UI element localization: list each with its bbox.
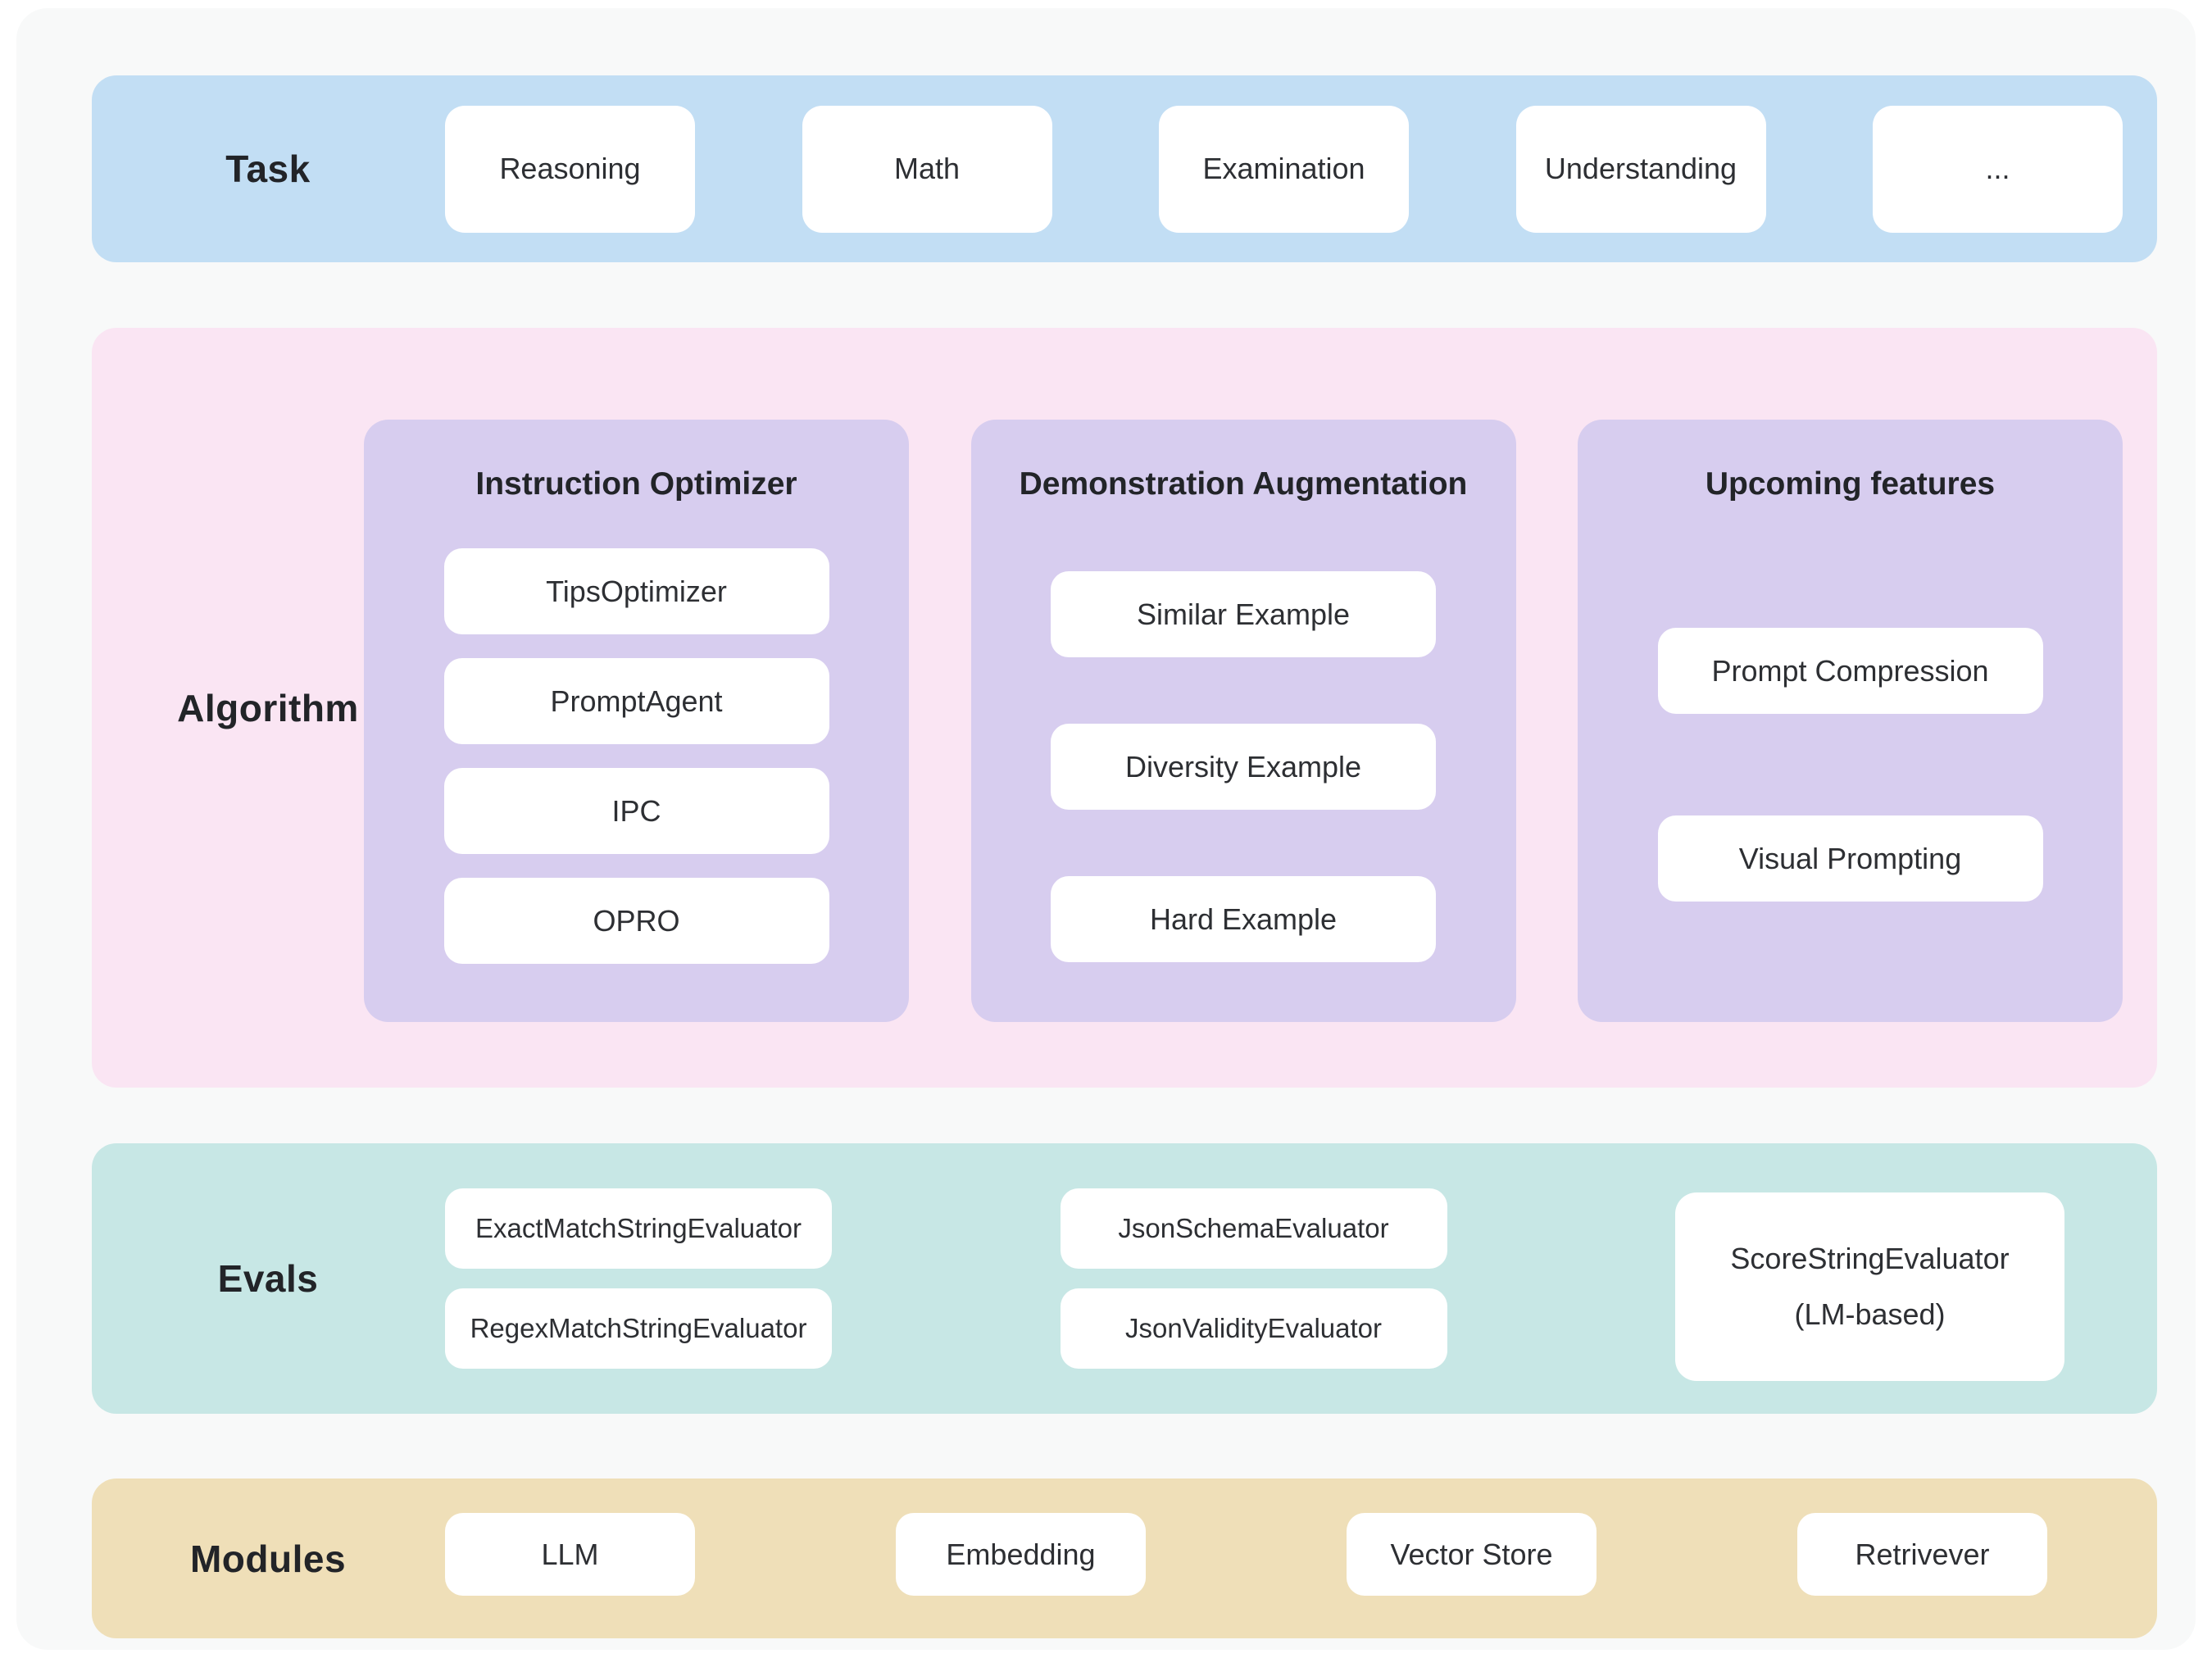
task-chip-math: Math <box>802 105 1052 233</box>
algorithm-band: Algorithm Instruction Optimizer TipsOpti… <box>92 328 2157 1088</box>
algorithm-band-label: Algorithm <box>177 686 359 729</box>
card-demonstration-augmentation: Demonstration Augmentation Similar Examp… <box>970 420 1516 1022</box>
chip-tipsoptimizer: TipsOptimizer <box>443 548 829 634</box>
instruction-optimizer-chips: TipsOptimizer PromptAgent IPC OPRO <box>443 548 829 964</box>
scorestringevaluator-line1: ScoreStringEvaluator <box>1730 1242 2010 1275</box>
chip-similar-example: Similar Example <box>1051 571 1436 657</box>
chip-regexmatchstringevaluator: RegexMatchStringEvaluator <box>445 1288 832 1369</box>
scorestringevaluator-line2: (LM-based) <box>1794 1297 1946 1331</box>
algorithm-cards-row: Instruction Optimizer TipsOptimizer Prom… <box>364 420 2123 1022</box>
task-chip-examination: Examination <box>1159 105 1409 233</box>
modules-band: Modules LLM Embedding Vector Store Retri… <box>92 1479 2157 1638</box>
upcoming-features-chips: Prompt Compression Visual Prompting <box>1657 628 2043 902</box>
chip-embedding: Embedding <box>896 1513 1146 1596</box>
card-upcoming-features: Upcoming features Prompt Compression Vis… <box>1578 420 2123 1022</box>
chip-hard-example: Hard Example <box>1051 876 1436 962</box>
chip-jsonvalidityevaluator: JsonValidityEvaluator <box>1060 1288 1447 1369</box>
modules-chip-row: LLM Embedding Vector Store Retrivever <box>445 1513 2047 1596</box>
task-band: Task Reasoning Math Examination Understa… <box>92 75 2157 262</box>
task-band-label: Task <box>225 148 311 190</box>
chip-vector-store: Vector Store <box>1347 1513 1597 1596</box>
evals-chip-row: ExactMatchStringEvaluator RegexMatchStri… <box>445 1188 2064 1381</box>
task-chip-more: ... <box>1873 105 2123 233</box>
evals-band-label: Evals <box>217 1257 319 1300</box>
chip-prompt-compression: Prompt Compression <box>1657 628 2043 714</box>
chip-scorestringevaluator: ScoreStringEvaluator (LM-based) <box>1675 1192 2064 1381</box>
chip-promptagent: PromptAgent <box>443 658 829 744</box>
chip-llm: LLM <box>445 1513 695 1596</box>
chip-visual-prompting: Visual Prompting <box>1657 815 2043 902</box>
chip-ipc: IPC <box>443 768 829 854</box>
chip-opro: OPRO <box>443 878 829 964</box>
diagram-canvas: Task Reasoning Math Examination Understa… <box>16 8 2196 1650</box>
modules-band-label: Modules <box>189 1537 347 1580</box>
chip-jsonschemaevaluator: JsonSchemaEvaluator <box>1060 1188 1447 1269</box>
chip-exactmatchstringevaluator: ExactMatchStringEvaluator <box>445 1188 832 1269</box>
card-title-upcoming-features: Upcoming features <box>1705 466 1996 502</box>
card-instruction-optimizer: Instruction Optimizer TipsOptimizer Prom… <box>364 420 909 1022</box>
demonstration-augmentation-chips: Similar Example Diversity Example Hard E… <box>1051 571 1436 962</box>
evals-band: Evals ExactMatchStringEvaluator RegexMat… <box>92 1143 2157 1414</box>
card-title-instruction-optimizer: Instruction Optimizer <box>475 466 797 502</box>
chip-retrivever: Retrivever <box>1797 1513 2047 1596</box>
task-chip-understanding: Understanding <box>1515 105 1766 233</box>
evals-column-string: ExactMatchStringEvaluator RegexMatchStri… <box>445 1188 832 1369</box>
chip-diversity-example: Diversity Example <box>1051 724 1436 810</box>
evals-column-json: JsonSchemaEvaluator JsonValidityEvaluato… <box>1060 1188 1447 1369</box>
task-chip-row: Reasoning Math Examination Understanding… <box>445 75 2123 262</box>
task-chip-reasoning: Reasoning <box>445 105 695 233</box>
card-title-demonstration-augmentation: Demonstration Augmentation <box>1019 466 1468 502</box>
